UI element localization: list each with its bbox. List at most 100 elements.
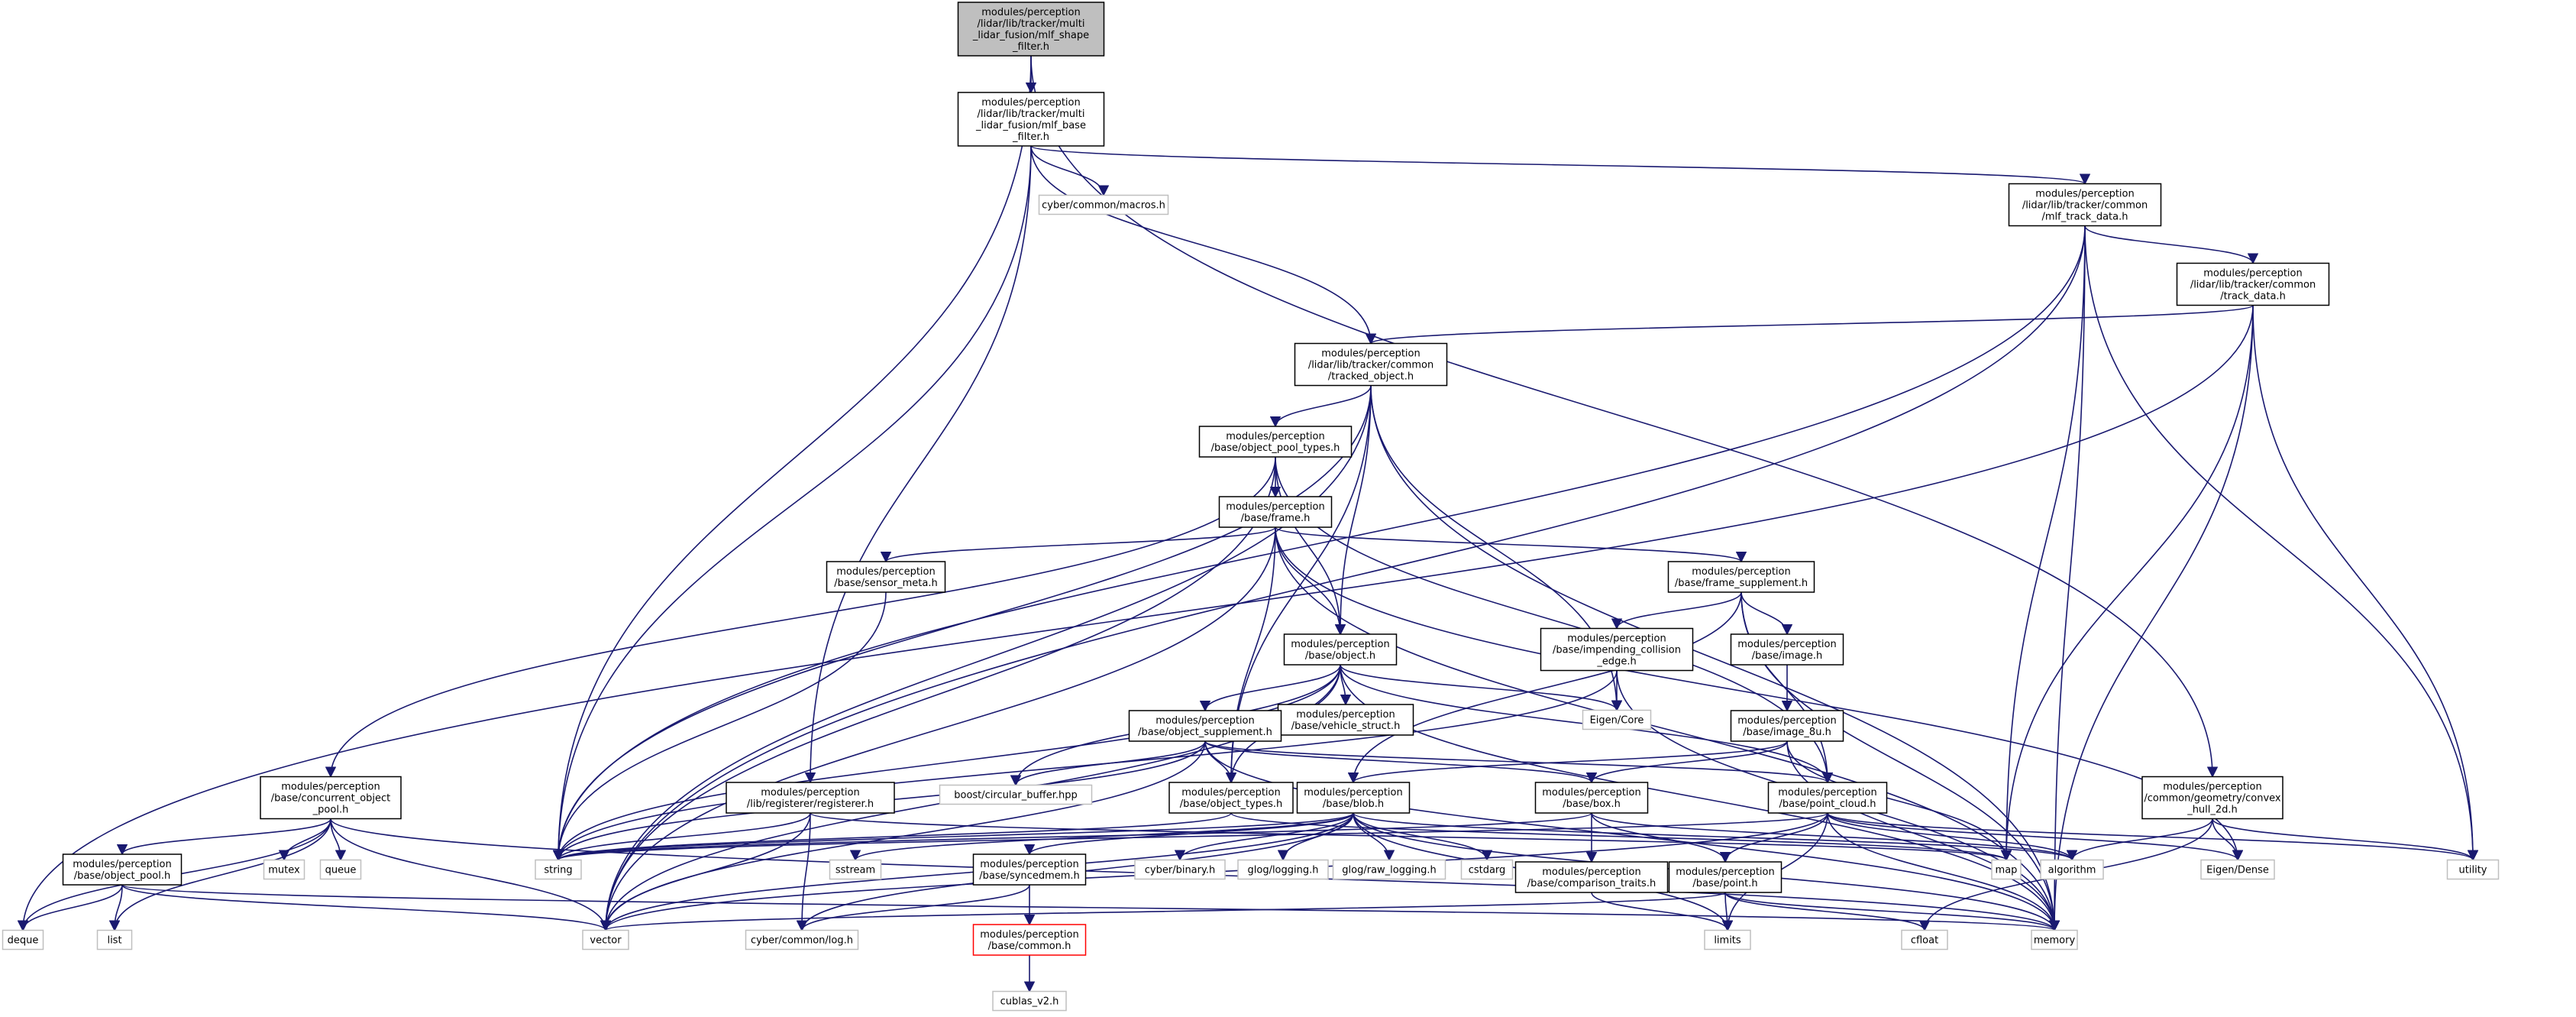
node-utility[interactable]: utility — [2446, 859, 2500, 880]
node-box — [263, 859, 305, 880]
node-list[interactable]: list — [96, 929, 133, 951]
node-track-data[interactable]: modules/perception/lidar/lib/tracker/com… — [2176, 262, 2330, 306]
node-cfloat[interactable]: cfloat — [1901, 929, 1948, 951]
node-box — [2031, 929, 2078, 951]
node-label-line: /lidar/lib/tracker/common — [2190, 280, 2316, 291]
node-map[interactable]: map — [1991, 859, 2022, 880]
node-label-line: utility — [2459, 865, 2487, 876]
node-mlf-base-filter[interactable]: modules/perception/lidar/lib/tracker/mul… — [957, 92, 1105, 147]
node-limits[interactable]: limits — [1704, 929, 1751, 951]
node-point[interactable]: modules/perception/base/point.h — [1668, 861, 1783, 893]
node-label-line: modules/perception — [1226, 501, 1324, 513]
node-label-line: /base/image_8u.h — [1743, 727, 1831, 738]
edge-registerer-to-string — [552, 812, 811, 861]
node-eigen-core[interactable]: Eigen/Core — [1582, 709, 1652, 730]
edge-tracked-object-to-vector — [600, 385, 1372, 931]
node-label-line: _lidar_fusion/mlf_shape — [972, 30, 1089, 41]
node-box[interactable]: modules/perception/base/box.h — [1534, 782, 1649, 814]
node-box — [1767, 782, 1888, 814]
node-sensor-meta[interactable]: modules/perception/base/sensor_meta.h — [826, 561, 946, 593]
node-box — [1901, 929, 1948, 951]
node-syncedmem[interactable]: modules/perception/base/syncedmem.h — [972, 853, 1087, 886]
node-label-line: modules/perception — [1321, 348, 1420, 360]
node-label-line: /lidar/lib/tracker/common — [2022, 200, 2148, 212]
edge-track-data-to-memory — [2048, 305, 2254, 931]
node-image-8u[interactable]: modules/perception/base/image_8u.h — [1730, 710, 1844, 742]
node-object-types[interactable]: modules/perception/base/object_types.h — [1168, 782, 1294, 814]
edge-frame-to-object-types — [1225, 526, 1276, 784]
node-cyber-binary[interactable]: cyber/binary.h — [1134, 859, 1226, 880]
edge-image-8u-to-box — [1585, 740, 1788, 784]
edge-blob-to-string — [553, 812, 1354, 861]
node-root[interactable]: modules/perception/lidar/lib/tracker/mul… — [957, 2, 1105, 57]
node-convex-hull[interactable]: modules/perception/common/geometry/conve… — [2141, 776, 2283, 820]
node-sstream[interactable]: sstream — [829, 859, 882, 880]
node-label-line: /mlf_track_data.h — [2042, 212, 2128, 223]
node-concurrent-pool[interactable]: modules/perception/base/concurrent_objec… — [260, 776, 402, 820]
node-label-line: /base/point.h — [1692, 878, 1757, 889]
node-string[interactable]: string — [535, 859, 582, 880]
node-image[interactable]: modules/perception/base/image.h — [1730, 633, 1844, 666]
node-label-line: Eigen/Core — [1590, 715, 1644, 727]
node-cyber-log[interactable]: cyber/common/log.h — [745, 929, 859, 951]
edge-object-pool-to-memory — [121, 884, 2060, 931]
node-object-supplement[interactable]: modules/perception/base/object_supplemen… — [1128, 710, 1282, 742]
edge-tracked-object-to-string — [552, 385, 1372, 861]
edge-image-8u-to-map — [1786, 740, 2012, 861]
node-box — [2008, 183, 2162, 227]
edge-image-8u-to-blob — [1348, 740, 1788, 784]
edge-concurrent-pool-to-list — [108, 818, 331, 931]
node-comparison-traits[interactable]: modules/perception/base/comparison_trait… — [1514, 861, 1669, 893]
edge-point-to-memory — [1724, 892, 2060, 931]
node-impending[interactable]: modules/perception/base/impending_collis… — [1540, 627, 1694, 672]
edge-tracked-object-to-memory — [1370, 385, 2060, 931]
node-tracked-object[interactable]: modules/perception/lidar/lib/tracker/com… — [1294, 342, 1448, 387]
node-memory[interactable]: memory — [2031, 929, 2078, 951]
node-glog-logging[interactable]: glog/logging.h — [1237, 859, 1329, 880]
node-blob[interactable]: modules/perception/base/blob.h — [1296, 782, 1411, 814]
node-vehicle-struct[interactable]: modules/perception/base/vehicle_struct.h — [1277, 704, 1414, 736]
edge-registerer-to-cyber-log — [796, 812, 811, 931]
node-box — [745, 929, 859, 951]
node-object[interactable]: modules/perception/base/object.h — [1283, 633, 1398, 666]
edge-frame-supplement-to-image — [1740, 591, 1793, 636]
node-circular-buffer[interactable]: boost/circular_buffer.hpp — [939, 784, 1093, 805]
node-queue[interactable]: queue — [319, 859, 362, 880]
node-point-cloud[interactable]: modules/perception/base/point_cloud.h — [1767, 782, 1888, 814]
node-glog-raw[interactable]: glog/raw_logging.h — [1332, 859, 1446, 880]
node-box — [1582, 709, 1652, 730]
node-label-line: Eigen/Dense — [2206, 865, 2269, 876]
node-label-line: glog/logging.h — [1248, 865, 1319, 876]
node-mutex[interactable]: mutex — [263, 859, 305, 880]
edge-blob-to-cstdarg — [1353, 812, 1493, 861]
edge-object-supplement-to-circular-buffer — [1010, 740, 1206, 786]
node-frame[interactable]: modules/perception/base/frame.h — [1218, 496, 1333, 528]
node-cublas[interactable]: cublas_v2.h — [992, 990, 1067, 1012]
node-object-pool[interactable]: modules/perception/base/object_pool.h — [62, 853, 183, 886]
node-label-line: modules/perception — [1226, 431, 1324, 442]
node-label-line: modules/perception — [1181, 787, 1280, 798]
node-box — [1534, 782, 1649, 814]
node-cstdarg[interactable]: cstdarg — [1460, 859, 1514, 880]
edge-object-supplement-to-memory — [1204, 740, 2060, 931]
node-object-pool-types[interactable]: modules/perception/base/object_pool_type… — [1198, 426, 1353, 458]
node-box — [1514, 861, 1669, 893]
edge-frame-supplement-to-impending — [1611, 591, 1742, 630]
edge-root-to-string — [552, 55, 1032, 861]
node-label-line: _filter.h — [1012, 131, 1049, 143]
node-vector[interactable]: vector — [582, 929, 629, 951]
node-label-line: modules/perception — [2203, 268, 2302, 280]
node-common-h[interactable]: modules/perception/base/common.h — [972, 924, 1087, 956]
node-frame-supplement[interactable]: modules/perception/base/frame_supplement… — [1667, 561, 1815, 593]
node-registerer[interactable]: modules/perception/lib/registerer/regist… — [726, 782, 895, 814]
node-deque[interactable]: deque — [2, 929, 44, 951]
node-label-line: /lidar/lib/tracker/common — [1308, 360, 1433, 371]
node-algorithm[interactable]: algorithm — [2040, 859, 2104, 880]
edge-track-data-to-tracked-object — [1366, 304, 2254, 345]
node-box — [1168, 782, 1294, 814]
edge-point-to-cfloat — [1724, 892, 1931, 931]
node-eigen-dense[interactable]: Eigen/Dense — [2200, 859, 2275, 880]
node-mlf-track-data[interactable]: modules/perception/lidar/lib/tracker/com… — [2008, 183, 2162, 227]
node-macros[interactable]: cyber/common/macros.h — [1038, 194, 1169, 215]
